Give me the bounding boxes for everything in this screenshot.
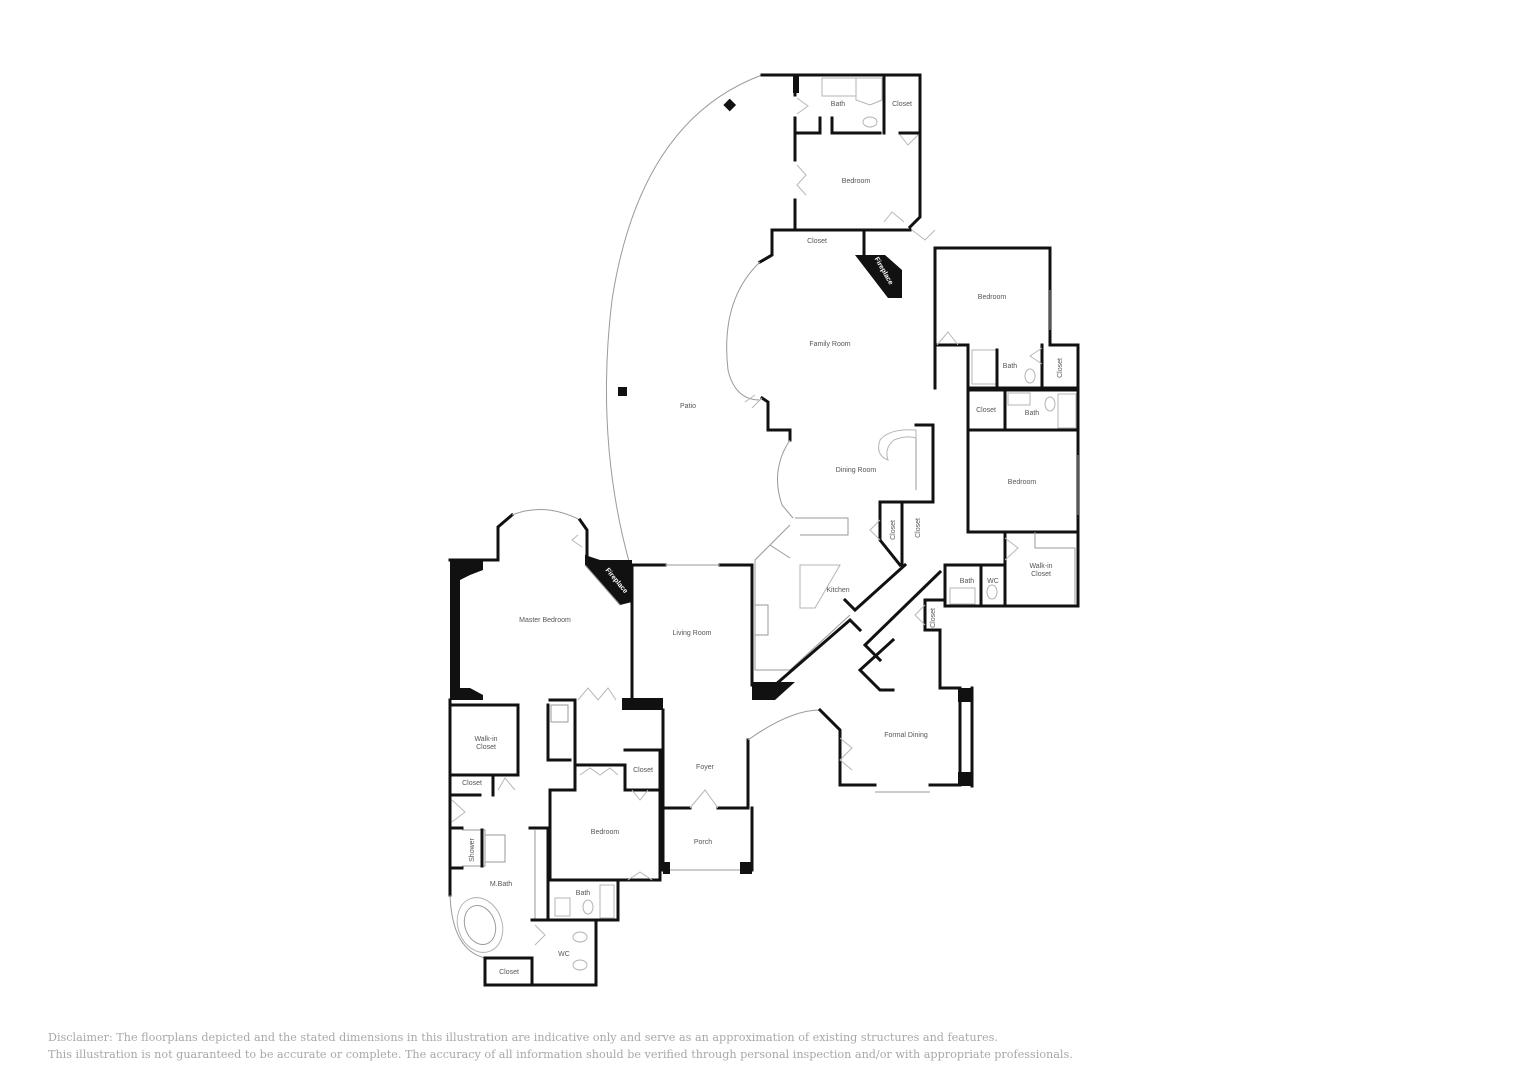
label-bath-se: Bath — [960, 578, 975, 585]
family-room-walls — [726, 228, 937, 519]
label-closet-top: Closet — [892, 101, 912, 108]
label-formal-dining: Formal Dining — [884, 732, 928, 739]
label-closet-sw: Closet — [499, 969, 519, 976]
label-bedroom-east: Bedroom — [978, 294, 1007, 301]
label-closet-hall: Closet — [930, 608, 937, 628]
label-bedroom-sw: Bedroom — [591, 829, 620, 836]
label-bath-east-2: Bath — [1025, 410, 1040, 417]
label-bedroom-se: Bedroom — [1008, 479, 1037, 486]
label-shower: Shower — [469, 837, 476, 861]
label-walkin-se-2: Closet — [1031, 571, 1051, 578]
label-wc-se: WC — [987, 578, 999, 585]
label-closet-family: Closet — [807, 238, 827, 245]
kitchen-walls — [750, 517, 943, 700]
label-living-room: Living Room — [673, 630, 712, 637]
label-dining-room: Dining Room — [836, 467, 877, 474]
dining-room-walls — [869, 423, 935, 568]
label-family-room: Family Room — [809, 341, 850, 348]
label-walkin-master-2: Closet — [476, 744, 496, 751]
label-bath-east-1: Bath — [1003, 363, 1018, 370]
southwest-bedroom-walls — [546, 698, 662, 922]
label-mbath: M.Bath — [490, 881, 512, 888]
label-bath-sw: Bath — [576, 890, 591, 897]
disclaimer: Disclaimer: The floorplans depicted and … — [48, 1029, 1073, 1063]
label-closet-dining-2: Closet — [915, 518, 922, 538]
patio-outline — [605, 74, 763, 566]
east-bedroom-wing — [933, 246, 1080, 432]
disclaimer-line-2: This illustration is not guaranteed to b… — [48, 1048, 1073, 1061]
living-foyer-walls — [661, 686, 974, 874]
southeast-bedroom-wing — [914, 428, 1080, 690]
label-closet-master: Closet — [462, 780, 482, 787]
label-walkin-master-1: Walk-in — [474, 736, 497, 743]
label-master-bedroom: Master Bedroom — [519, 617, 571, 624]
master-bedroom-walls — [448, 509, 754, 710]
top-bedroom-wing — [760, 73, 922, 230]
label-closet-east-1: Closet — [1057, 358, 1064, 378]
label-bath-top: Bath — [831, 101, 846, 108]
room-labels: Bath Closet Bedroom Closet Fireplace Fam… — [462, 101, 1064, 976]
label-patio: Patio — [680, 403, 696, 410]
disclaimer-line-1: Disclaimer: The floorplans depicted and … — [48, 1031, 998, 1044]
label-porch: Porch — [694, 839, 712, 846]
master-bath-walls — [448, 698, 598, 987]
label-kitchen: Kitchen — [826, 587, 849, 594]
label-bedroom-top: Bedroom — [842, 178, 871, 185]
label-foyer: Foyer — [696, 764, 715, 771]
label-walkin-se-1: Walk-in — [1029, 563, 1052, 570]
label-closet-foyer: Closet — [633, 767, 653, 774]
label-closet-east-2: Closet — [976, 407, 996, 414]
label-wc-sw: WC — [558, 951, 570, 958]
label-closet-dining-1: Closet — [890, 520, 897, 540]
